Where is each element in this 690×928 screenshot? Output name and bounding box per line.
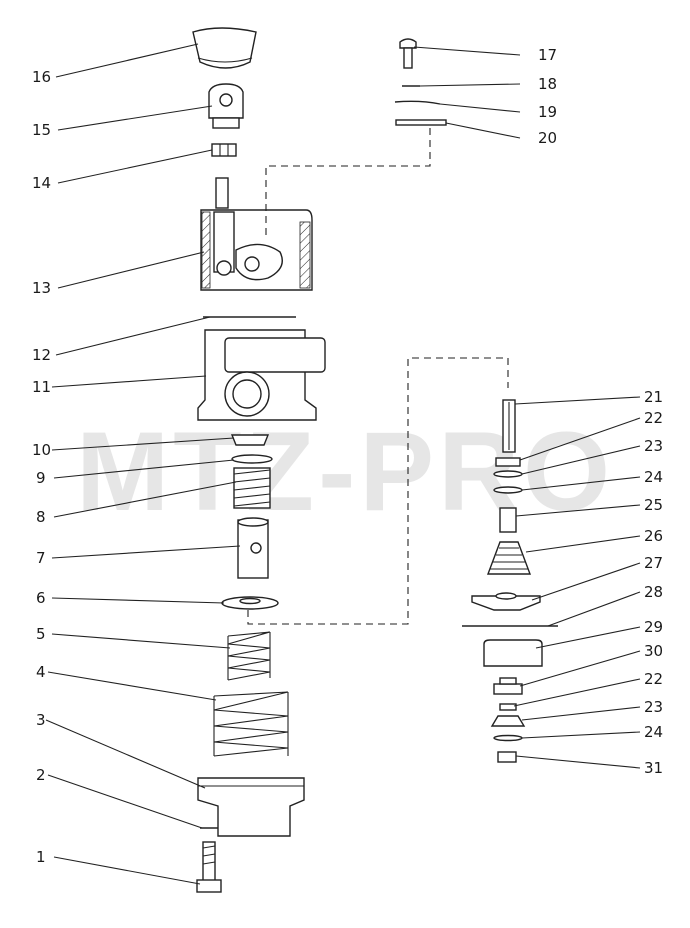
callout-27: 27 xyxy=(644,554,663,572)
assembly-link-7-21 xyxy=(247,357,509,625)
part-22-washer xyxy=(495,457,521,467)
callout-9: 9 xyxy=(36,469,46,487)
part-30-valve-seat xyxy=(493,677,523,695)
callout-7: 7 xyxy=(36,549,46,567)
callout-6: 6 xyxy=(36,589,46,607)
callout-22: 22 xyxy=(644,409,663,427)
callout-26: 26 xyxy=(644,527,663,545)
part-25-sleeve xyxy=(499,507,517,533)
callout-13: 13 xyxy=(32,279,51,297)
part-7-piston xyxy=(237,517,269,579)
callout-24: 24 xyxy=(644,468,663,486)
part-4-outer-spring xyxy=(213,691,289,757)
part-24-oring xyxy=(493,486,523,494)
part-23b-cone-washer xyxy=(490,715,526,727)
callout-10: 10 xyxy=(32,441,51,459)
watermark: MTZ-PRO xyxy=(76,409,614,534)
part-14-nut xyxy=(211,143,237,157)
callout-12: 12 xyxy=(32,346,51,364)
part-10-washer xyxy=(230,434,270,446)
part-21-stem xyxy=(502,399,516,453)
callout-22b: 22 xyxy=(644,670,663,688)
callout-17: 17 xyxy=(538,46,557,64)
callout-4: 4 xyxy=(36,663,46,681)
callout-5: 5 xyxy=(36,625,46,643)
callout-31: 31 xyxy=(644,759,663,777)
part-6-disc xyxy=(221,596,279,610)
part-16-knob xyxy=(192,27,257,69)
part-13-lever-housing xyxy=(200,177,313,291)
callout-28: 28 xyxy=(644,583,663,601)
part-29-cover xyxy=(483,639,543,667)
callout-20: 20 xyxy=(538,129,557,147)
callout-25: 25 xyxy=(644,496,663,514)
leader-lines xyxy=(45,43,641,885)
callout-15: 15 xyxy=(32,121,51,139)
callout-14: 14 xyxy=(32,174,51,192)
callout-23: 23 xyxy=(644,437,663,455)
callout-16: 16 xyxy=(32,68,51,86)
assembly-link-20-13 xyxy=(265,128,431,240)
callout-1: 1 xyxy=(36,848,46,866)
part-8-spring xyxy=(233,467,271,509)
callout-23b: 23 xyxy=(644,698,663,716)
part-22b-washer xyxy=(499,703,517,711)
callout-2: 2 xyxy=(36,766,46,784)
part-20-plate xyxy=(395,119,447,126)
callout-8: 8 xyxy=(36,508,46,526)
callout-29: 29 xyxy=(644,618,663,636)
part-9-ring xyxy=(231,454,273,464)
callout-24b: 24 xyxy=(644,723,663,741)
part-3-spring-seat xyxy=(197,777,305,837)
callout-3: 3 xyxy=(36,711,46,729)
part-24b-oring xyxy=(493,734,523,742)
part-1-bolt xyxy=(196,841,222,893)
part-5-inner-spring xyxy=(227,631,271,681)
part-31-nut xyxy=(497,751,517,763)
part-27-diaphragm-cup xyxy=(471,592,541,611)
part-23-ring xyxy=(493,470,523,478)
callout-18: 18 xyxy=(538,75,557,93)
part-26-conical-spring xyxy=(486,541,532,575)
part-11-valve-body xyxy=(197,329,326,421)
part-19-spring-plate xyxy=(394,100,441,105)
callout-labels: 1 2 3 4 5 6 7 8 9 10 11 12 13 14 15 16 1… xyxy=(32,46,663,866)
callout-11: 11 xyxy=(32,378,51,396)
callout-21: 21 xyxy=(644,388,663,406)
part-17-screw xyxy=(399,38,417,69)
part-15-fork xyxy=(208,83,244,129)
callout-30: 30 xyxy=(644,642,663,660)
callout-19: 19 xyxy=(538,103,557,121)
